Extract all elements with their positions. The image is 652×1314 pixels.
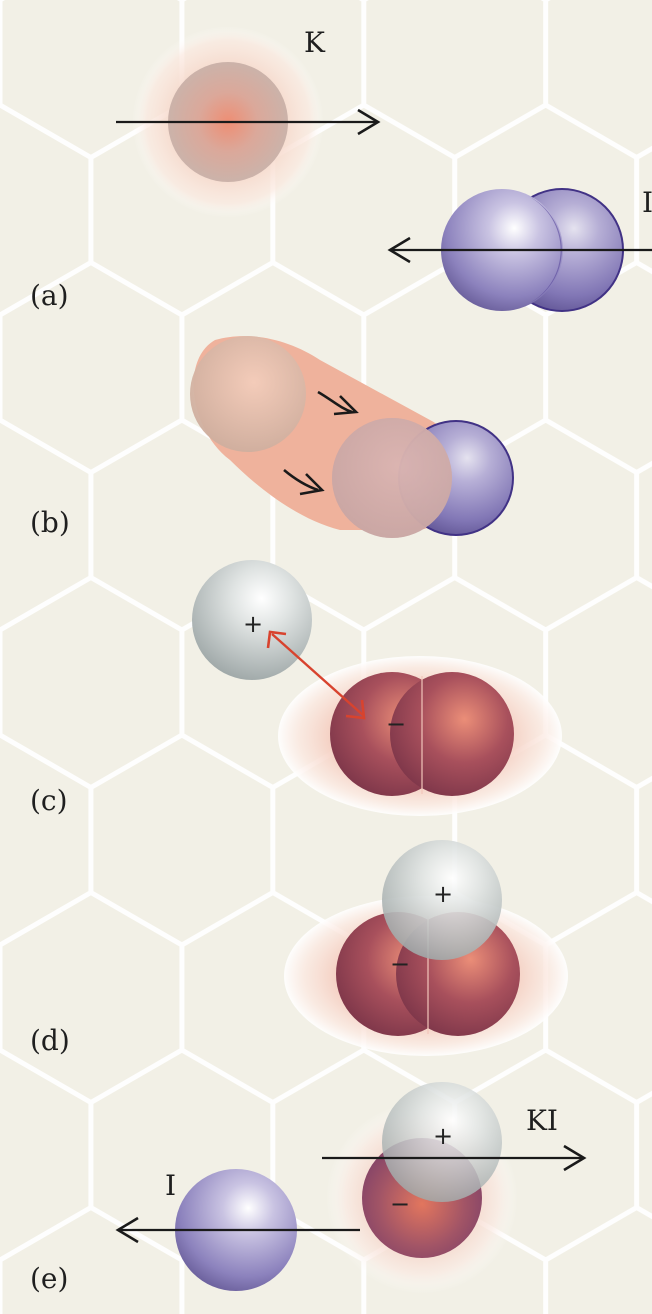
potassium-ion: [382, 1082, 502, 1202]
negative-charge: −: [390, 1190, 410, 1218]
arrowhead-upper: [333, 395, 359, 416]
panel-d: − + (d): [30, 840, 568, 1057]
positive-charge: +: [433, 1122, 453, 1150]
attraction-arrow: [271, 633, 365, 717]
negative-charge: −: [386, 710, 406, 738]
electron-arrow-upper: [317, 390, 353, 414]
positive-charge: +: [433, 880, 453, 908]
attraction-arrowhead-end: [345, 699, 366, 720]
iodine-molecule-label: I: [642, 186, 652, 219]
arrowhead-left: [387, 236, 411, 264]
arrowhead-lower: [299, 473, 325, 496]
potassium-atom: [190, 336, 306, 452]
panel-label-e: (e): [30, 1262, 68, 1295]
iodine-atom-left-overlay: [332, 418, 452, 538]
iodine-label: I: [165, 1169, 176, 1202]
potassium-ion: [382, 840, 502, 960]
arrowhead-right: [357, 108, 381, 136]
negative-charge: −: [390, 950, 410, 978]
panel-a: K I (a): [30, 26, 652, 312]
panel-e: + − KI I (e): [30, 1082, 587, 1295]
iodide-ion-right: [390, 672, 514, 796]
panel-label-b: (b): [30, 506, 70, 539]
panel-b: (b): [30, 336, 514, 539]
product-label: KI: [526, 1104, 558, 1137]
potassium-label: K: [304, 26, 326, 59]
electron-arrow-lower: [283, 469, 319, 492]
panel-label-a: (a): [30, 279, 69, 312]
panel-label-c: (c): [30, 784, 68, 817]
arrowhead-right: [563, 1144, 587, 1172]
potassium-ion: [192, 560, 312, 680]
attraction-arrowhead-start: [266, 630, 287, 649]
panel-c: − + (c): [30, 560, 562, 817]
panel-label-d: (d): [30, 1024, 70, 1057]
arrowhead-left: [115, 1216, 139, 1244]
positive-charge: +: [243, 610, 263, 638]
